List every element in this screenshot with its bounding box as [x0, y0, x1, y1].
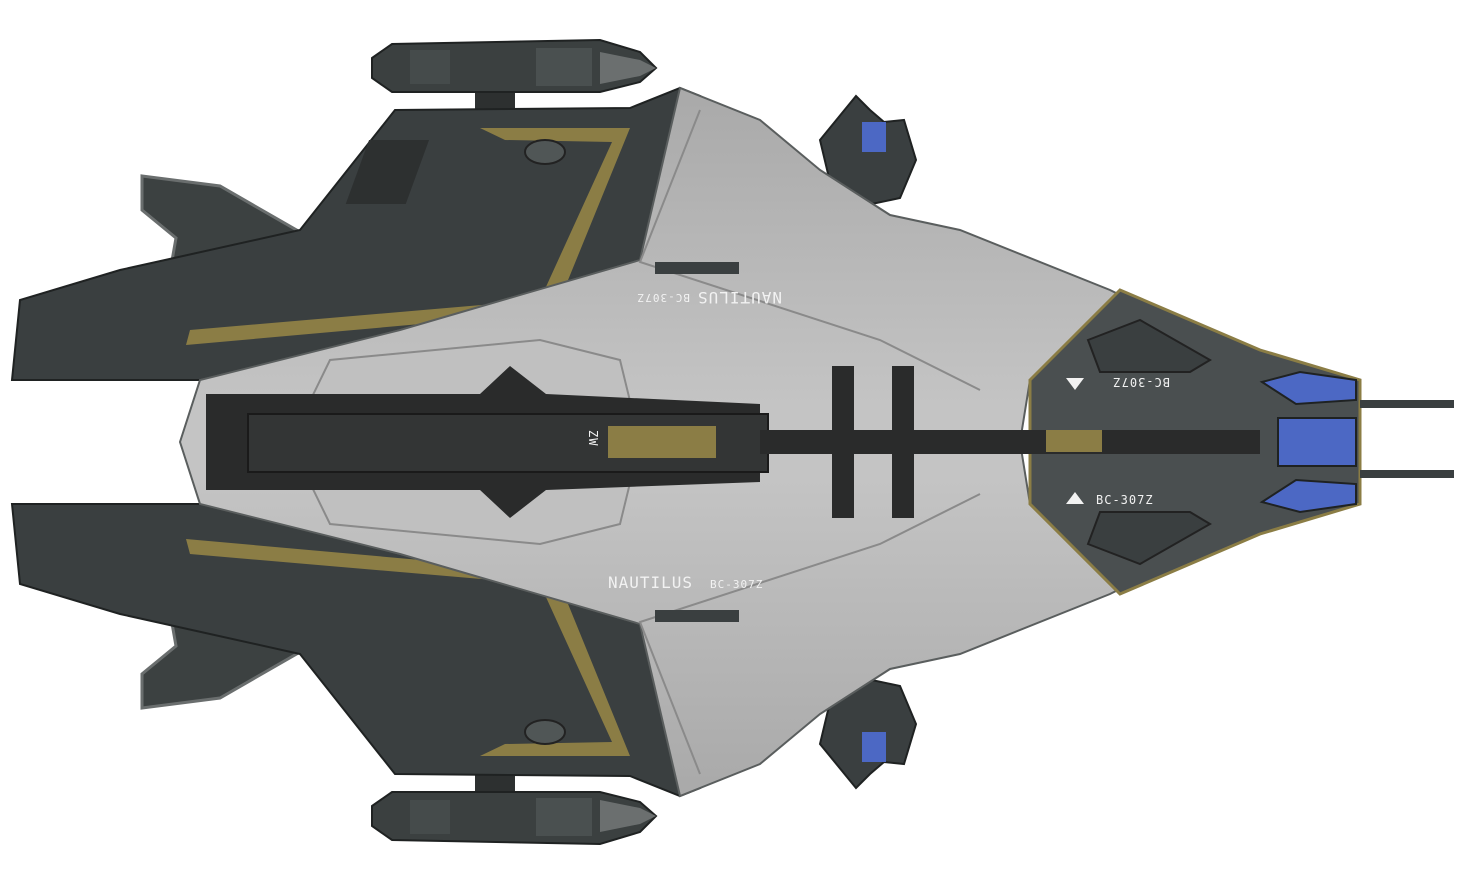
spine-code: ZW — [586, 430, 600, 446]
engine-pod-top — [371, 38, 658, 114]
emblem-nose-bottom — [1066, 492, 1084, 504]
ship-name-top: NAUTILUS — [697, 288, 782, 307]
turret-top — [818, 94, 918, 208]
spine — [206, 366, 1260, 518]
ship-reg-bottom: BC-307Z — [710, 578, 763, 591]
ship-reg-nose-bottom: BC-307Z — [1096, 493, 1154, 507]
emblem-nose-top — [1066, 378, 1084, 390]
ship-name-bottom: NAUTILUS — [608, 573, 693, 592]
ship-reg-nose-top: BC-307Z — [1112, 375, 1170, 389]
engine-pod-bottom — [371, 770, 658, 846]
ship-reg-top: BC-307Z — [637, 291, 690, 304]
